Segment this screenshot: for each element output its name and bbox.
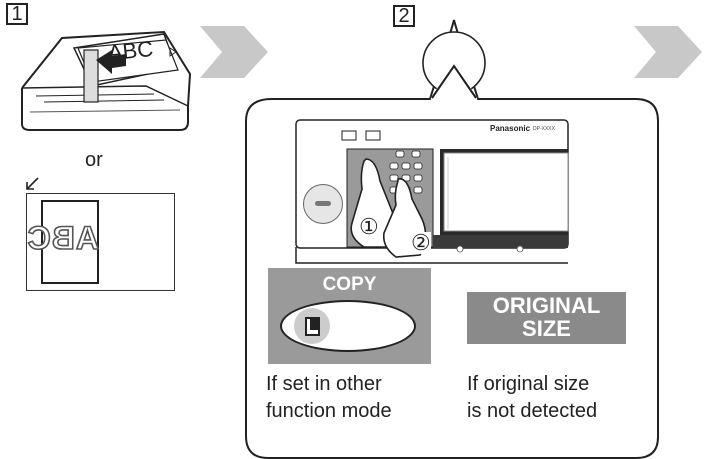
original-size-line2: SIZE: [522, 316, 571, 341]
copy-button[interactable]: [280, 300, 416, 352]
copy-key-panel: COPY: [268, 268, 431, 364]
step-2-number: 2: [393, 5, 415, 27]
original-size-line1: ORIGINAL: [492, 293, 601, 318]
copy-key-label: COPY: [322, 274, 377, 295]
caption-size-not-detected-line2: is not detected: [467, 400, 598, 422]
step-arrow-icon: [200, 26, 268, 78]
caption-other-mode-line2: function mode: [266, 400, 392, 422]
caption-size-not-detected-line1: If original size: [467, 373, 590, 395]
finger-1-marker: ①: [359, 214, 379, 239]
control-panel-illustration: [295, 119, 569, 264]
original-size-indicator: ORIGINAL SIZE: [467, 292, 626, 344]
or-label: or: [85, 149, 103, 171]
corner-arrow-icon: [26, 177, 39, 190]
original-document: ABC: [26, 200, 100, 284]
document-icon: [305, 317, 320, 336]
finger-2-marker: ②: [411, 230, 431, 255]
caption-other-mode-line1: If set in other: [266, 373, 382, 395]
copy-button-lamp: [294, 308, 330, 344]
step-arrow-icon: [634, 26, 702, 78]
brand-label: Panasonic: [490, 124, 531, 133]
platen-glass: ABC: [26, 193, 175, 291]
step-1-number: 1: [6, 3, 28, 25]
side-dial: [303, 184, 343, 224]
model-label: DP-XXXX: [533, 126, 555, 132]
document-feeder-illustration: [21, 30, 192, 131]
